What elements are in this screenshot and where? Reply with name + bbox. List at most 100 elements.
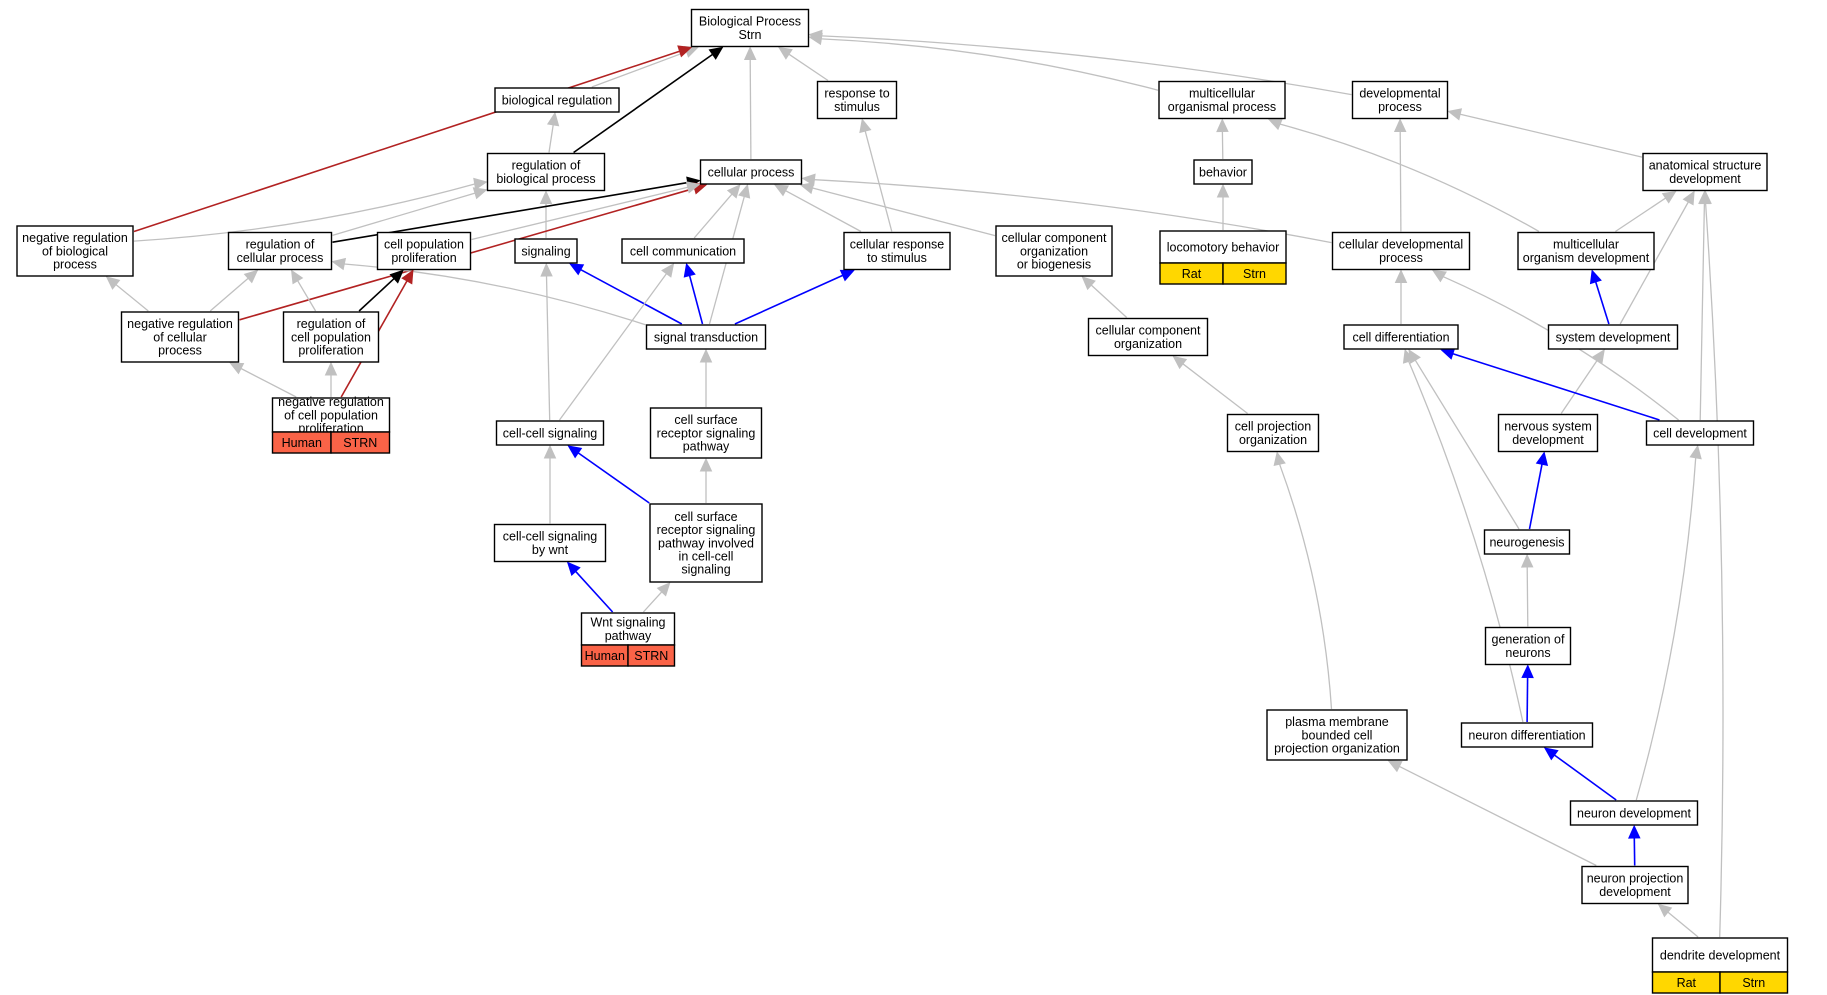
node-label-genneur-line-1: neurons [1505,646,1550,660]
node-celldev[interactable]: cell development [1645,420,1755,446]
arrowhead-signaling-to-regbio [539,190,553,204]
edge-negcpp-to-negcell [240,367,297,398]
arrowhead-neurdev-to-neurdiff [1543,747,1559,761]
arrowhead-cellproc-to-bp [743,46,757,60]
node-neurogen[interactable]: neurogenesis [1483,529,1571,555]
edge-npd-to-pmbcpo [1399,765,1597,867]
edge-resp-to-bp [788,53,829,82]
arrowhead-multiorg-to-multi [1267,118,1283,131]
node-sysdev[interactable]: system development [1547,324,1679,350]
node-box-multi [1158,80,1286,120]
edge-negcell-to-regcell [209,277,249,312]
arrowhead-neurdiff-to-celldiff [1402,348,1415,364]
node-box-bp [690,8,810,48]
arrowhead-ccsig-to-signaling [540,262,553,277]
node-box-sigtrans [645,324,767,350]
arrowhead-cpo-to-ccorg2 [1172,355,1188,370]
edge-sigtrans-to-cellcomm [688,275,704,325]
arrowhead-csrsp-to-sigtrans [699,348,713,363]
node-signaling[interactable]: signaling [514,238,578,264]
tag-cell-negcpp-1 [330,431,391,454]
arrowhead-cellcomm-to-cellproc [726,184,741,199]
node-box-csrsp2 [649,503,763,583]
arrowhead-pmbcpo-to-cpo [1273,451,1286,467]
node-ccsig[interactable]: cell-cell signaling [495,420,605,446]
node-neurdev[interactable]: neuron development [1569,800,1699,826]
node-label-regcpp-line-2: proliferation [298,344,363,358]
edge-neurdiff-to-genneur [1526,677,1529,723]
node-label-cpo-line-0: cell projection [1235,420,1311,434]
arrowhead-wnt-to-ccwnt [566,561,581,576]
node-label-ccwnt-line-1: by wnt [532,543,569,557]
node-box-nsd [1497,413,1599,453]
edge-cellproc-to-bp [749,59,752,160]
node-label-celldiff-line-0: cell differentiation [1352,330,1449,344]
node-box-sysdev [1547,324,1679,350]
node-label-multiorg-line-0: multicellular [1553,238,1619,252]
node-label-nsd-line-1: development [1512,433,1584,447]
node-neurdiff[interactable]: neuron differentiation [1460,722,1594,748]
node-celldiff[interactable]: cell differentiation [1343,324,1459,350]
node-label-negcell-line-2: process [158,344,202,358]
tag-label-negcpp-1: STRN [343,436,377,450]
node-box-behavior [1193,159,1253,185]
arrowhead-dendrite-to-anat [1699,190,1712,205]
node-box-ccorg2 [1087,317,1209,357]
arrowhead-cpp-to-cellproc [685,181,701,194]
arrowhead-ccwnt-to-ccsig [543,444,557,459]
node-label-dev-line-0: developmental [1359,87,1440,101]
node-cellproc[interactable]: cellular process [699,159,803,185]
edge-negcell-to-negbio [115,284,149,312]
node-label-ccwnt-line-0: cell-cell signaling [503,530,598,544]
edge-sysdev-to-multiorg [1594,281,1610,325]
tag-label-wnt-1: STRN [634,649,668,663]
node-box-cellcomm [621,238,745,264]
edge-neurdiff-to-celldiff [1408,361,1524,723]
arrowhead-wnt-to-csrsp2 [656,582,671,597]
edge-dendrite-to-npd [1667,911,1699,938]
tag-label-dendrite-0: Rat [1677,976,1697,990]
node-behavior[interactable]: behavior [1193,159,1253,185]
node-sigtrans[interactable]: signal transduction [645,324,767,350]
node-label-wnt-line-0: Wnt signaling [590,616,665,630]
node-box-neurdiff [1460,722,1594,748]
edge-multiorg-to-multi [1279,123,1540,233]
arrowhead-negcpp-to-regcpp [324,361,338,376]
node-label-ccsig-line-0: cell-cell signaling [503,426,598,440]
node-label-sigtrans-line-0: signal transduction [654,330,758,344]
node-bioreg[interactable]: biological regulation [494,87,620,113]
node-cellcomm[interactable]: cell communication [621,238,745,264]
arrowhead-celldev-to-celldiff [1440,347,1456,360]
edge-celldev-to-celldiff [1452,352,1660,421]
arrowhead-sysdev-to-anat [1682,190,1695,206]
node-box-negcpp [271,397,391,433]
